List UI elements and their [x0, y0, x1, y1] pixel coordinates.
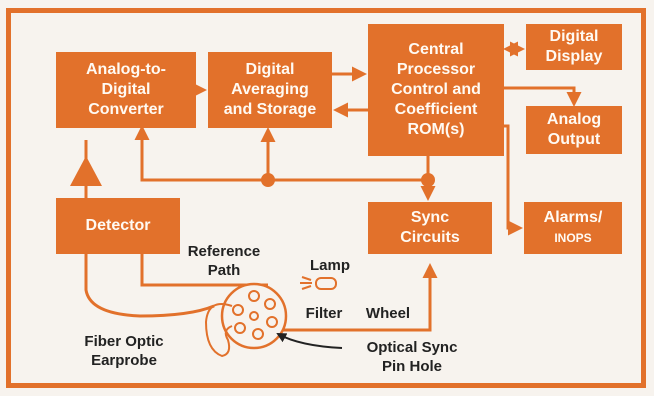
adc-block: Analog-to- Digital Converter: [56, 52, 196, 128]
diagram-border: [6, 8, 646, 388]
sync-circuits-block: Sync Circuits: [368, 202, 492, 254]
optical-sync-pinhole-label: Optical Sync Pin Hole: [366, 339, 458, 375]
averaging-storage-block: Digital Averaging and Storage: [208, 52, 332, 128]
central-processor-block: Central Processor Control and Coefficien…: [368, 24, 504, 156]
reference-path-label: Reference Path: [187, 243, 261, 279]
inops-label: INOPS: [554, 231, 592, 245]
alarms-label: Alarms/: [543, 209, 603, 226]
detector-block: Detector: [56, 198, 180, 254]
fiber-optic-earprobe-label: Fiber Optic Earprobe: [84, 333, 164, 369]
wheel-label: Wheel: [365, 305, 411, 322]
filter-label: Filter: [305, 305, 343, 322]
digital-display-block: Digital Display: [526, 24, 622, 70]
alarms-inops-block: Alarms/ INOPS: [524, 202, 622, 254]
analog-output-block: Analog Output: [526, 106, 622, 154]
lamp-label: Lamp: [309, 257, 350, 274]
